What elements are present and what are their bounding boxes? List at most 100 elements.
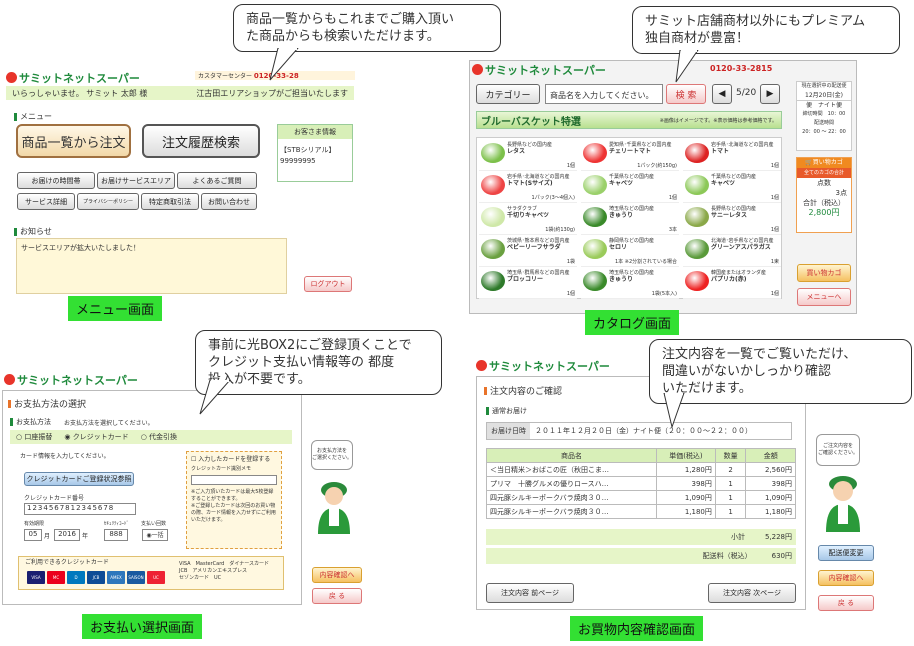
cart-button[interactable]: 買い物カゴ <box>797 264 851 282</box>
save-card-check[interactable]: ☐ 入力したカードを登録する <box>191 456 271 463</box>
delivery-time-button[interactable]: お届けの時間帯 <box>17 172 95 189</box>
security-code-input[interactable]: 888 <box>104 529 128 541</box>
staff-person-icon <box>318 482 350 534</box>
stb-label: 【STBシリアル】 <box>280 146 336 154</box>
order-cell-price: 1,280円 <box>656 462 716 477</box>
card-logo-icon: UC <box>147 571 165 584</box>
shipping-row: 配送料（税込）630円 <box>486 548 796 564</box>
order-table-header: 数量 <box>714 448 747 463</box>
callout-menu-tail <box>269 48 299 81</box>
payment-back-button[interactable]: 戻 る <box>312 588 362 604</box>
payment-confirm-button[interactable]: 内容確認へ <box>312 567 362 583</box>
page-indicator: 5/20 <box>736 88 757 98</box>
callout-order-tail <box>663 393 685 429</box>
brand-logo-menu: サミットネットスーパー <box>6 70 140 86</box>
product-image-icon <box>685 175 709 195</box>
callout-payment-tail <box>199 380 231 415</box>
product-image-icon <box>685 143 709 163</box>
order-confirm-button[interactable]: 内容確認へ <box>818 570 874 586</box>
order-speech-bubble: ご注文内容をご確認ください。 <box>816 434 860 466</box>
delivery-area-button[interactable]: お届けサービスエリア <box>97 172 175 189</box>
card-number-input[interactable]: 1234567812345678 <box>24 503 136 515</box>
order-cell-name: 四元豚シルキーポークバラ焼肉３０… <box>486 490 657 505</box>
privacy-policy-button[interactable]: プライバシーポリシー <box>77 193 139 210</box>
order-cell-name: 四元豚シルキーポークバラ焼肉３０… <box>486 504 657 519</box>
prev-page-button[interactable]: ◀ <box>712 84 732 104</box>
logout-button[interactable]: ログアウト <box>304 276 352 292</box>
banner-title: ブルーバスケット特選 <box>481 116 581 128</box>
option-bank[interactable]: ○ 口座振替 <box>16 433 53 441</box>
contact-button[interactable]: お問い合わせ <box>201 193 257 210</box>
callout-payment: 事前に光BOX2にご登録頂くことで クレジット支払い情報等の 都度 投入が不要で… <box>195 330 442 395</box>
order-table-header: 商品名 <box>486 448 657 463</box>
news-text: サービスエリアが拡大いたしました！ <box>21 244 140 252</box>
category-button[interactable]: カテゴリー <box>476 84 540 104</box>
order-cell-amount: 1,090円 <box>745 490 796 505</box>
option-cod[interactable]: ○ 代金引換 <box>140 433 178 441</box>
delivery-datetime: お届け日時 ２０１１年１２月２０日（金）ナイト便（２０：００～２２：００） <box>486 422 792 440</box>
order-next-page-button[interactable]: 注文内容 次ページ <box>708 583 796 603</box>
memo-input[interactable] <box>191 475 277 485</box>
expiry-year-input[interactable]: 2016 <box>54 529 80 541</box>
change-delivery-button[interactable]: 配送便変更 <box>818 545 874 561</box>
order-cell-qty: 2 <box>714 462 747 477</box>
option-credit[interactable]: ◉ クレジットカード <box>64 433 129 441</box>
product-card[interactable]: 韓国産またはオランダ産パプリカ(赤)1個 <box>683 267 781 299</box>
callout-catalog: サミット店舗商材以外にもプレミアム 独自商材が豊富！ <box>632 6 900 54</box>
menu-label: メニュー <box>14 111 52 122</box>
payment-method-label: お支払方法 お支払方法を選択してください。 <box>10 417 154 427</box>
commerce-law-button[interactable]: 特定商取引法 <box>141 193 199 210</box>
service-details-button[interactable]: サービス詳細 <box>17 193 75 210</box>
callout-menu: 商品一覧からもこれまでご購入頂い た商品からも検索いただけます。 <box>233 4 501 52</box>
faq-button[interactable]: よくあるご質問 <box>177 172 257 189</box>
search-button[interactable]: 検 索 <box>666 84 706 104</box>
order-prev-page-button[interactable]: 注文内容 前ページ <box>486 583 574 603</box>
order-history-button[interactable]: 注文履歴検索 <box>142 124 260 158</box>
news-box: サービスエリアが拡大いたしました！ <box>16 238 287 294</box>
to-menu-button[interactable]: メニューへ <box>797 288 851 306</box>
order-table-header: 単価(税込) <box>656 448 716 463</box>
order-cell-price: 398円 <box>656 476 716 491</box>
delivery-panel: 現在選択中の配送便 12月20日(金) 便 ナイト便 締切時間 10：00 配送… <box>796 81 852 151</box>
card-logo-icon: JCB <box>87 571 105 584</box>
order-cell-price: 1,090円 <box>656 490 716 505</box>
payment-speech-bubble: お支払方法をご選択ください。 <box>311 440 353 470</box>
product-image-icon <box>685 271 709 291</box>
product-image-icon <box>685 207 709 227</box>
search-input[interactable]: 商品名を入力してください。 <box>545 84 663 104</box>
expiry-month-input[interactable]: 05 <box>24 529 42 541</box>
times-select[interactable]: ◉一括 <box>142 529 168 541</box>
card-register-status-button[interactable]: クレジットカードご登録状況参照 <box>24 472 134 486</box>
order-from-list-button[interactable]: 商品一覧から注文 <box>16 124 131 158</box>
product-image-icon <box>481 271 505 291</box>
news-label: お知らせ <box>14 226 52 237</box>
card-prompt: カード情報を入力してください。 <box>20 453 110 460</box>
summit-logo-icon <box>6 72 17 83</box>
order-cell-qty: 1 <box>714 490 747 505</box>
menu-phone: カスタマーセンター 0120-33-28 <box>195 71 355 80</box>
product-image-icon <box>583 143 607 163</box>
next-page-button[interactable]: ▶ <box>760 84 780 104</box>
product-image-icon <box>583 239 607 259</box>
order-cell-amount: 1,180円 <box>745 504 796 519</box>
catalog-banner: ブルーバスケット特選 ※画像はイメージです。※表示価格は参考価格です。 <box>476 111 782 129</box>
times-label: 支払い回数 <box>141 521 167 527</box>
product-card[interactable]: 岩手県･北海道などの国内産トマト(Sサイズ)1パック(3～4個入) <box>479 171 577 203</box>
order-back-button[interactable]: 戻 る <box>818 595 874 611</box>
